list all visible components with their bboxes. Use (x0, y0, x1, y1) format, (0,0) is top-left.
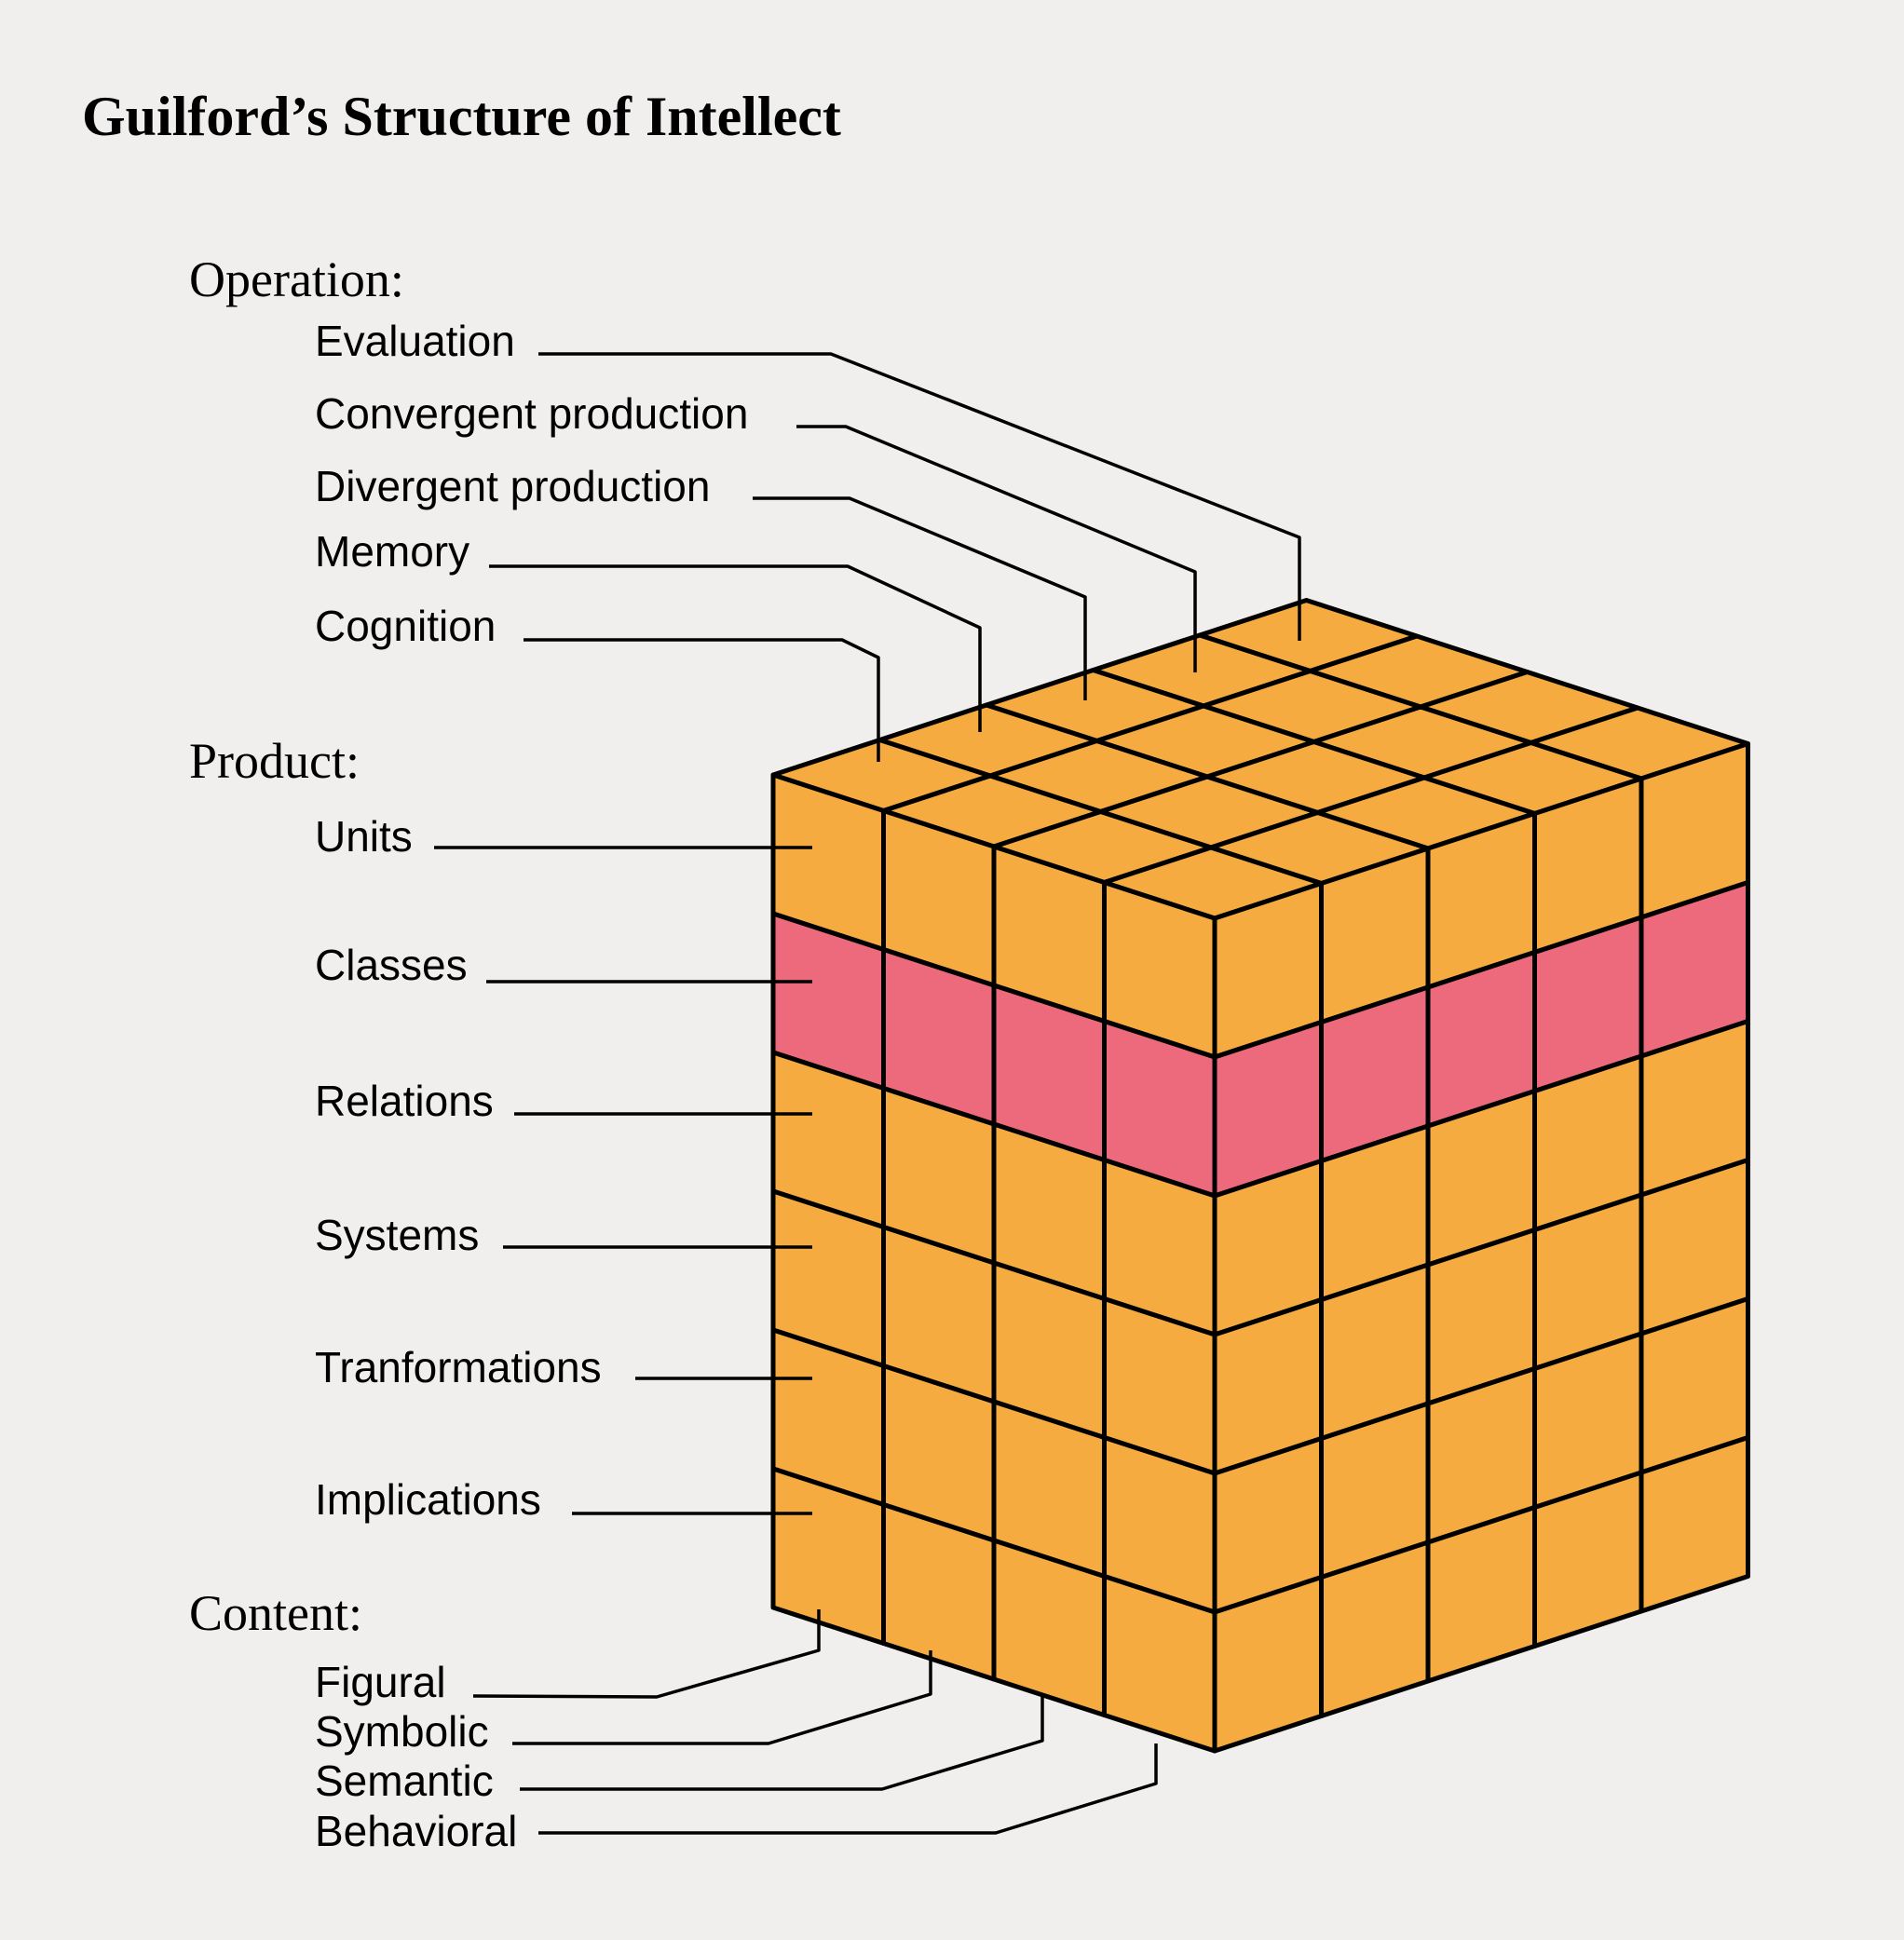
product-label-transformations: Tranformations (315, 1343, 602, 1391)
leader-lines (434, 352, 1301, 1835)
leader-cognition (524, 638, 880, 762)
content-label-figural: Figural (315, 1658, 446, 1706)
product-label-systems: Systems (315, 1211, 479, 1259)
leader-memory (489, 564, 982, 732)
leader-evaluation (538, 352, 1301, 641)
intellect-cube (770, 598, 1750, 1754)
leader-figural (472, 1609, 821, 1699)
operation-label-evaluation: Evaluation (315, 317, 515, 365)
operation-label-convergent: Convergent production (315, 389, 748, 438)
leader-semantic (520, 1697, 1044, 1791)
leader-convergent (796, 425, 1197, 672)
leader-divergent (753, 496, 1087, 700)
leader-symbolic (512, 1650, 932, 1745)
content-heading: Content: (189, 1585, 362, 1641)
operation-label-memory: Memory (315, 527, 469, 576)
product-label-implications: Implications (315, 1475, 541, 1524)
leader-behavioral (538, 1743, 1158, 1835)
content-label-behavioral: Behavioral (315, 1807, 517, 1855)
cube-side-cell (1639, 1435, 1750, 1614)
content-label-symbolic: Symbolic (315, 1707, 489, 1756)
product-label-classes: Classes (315, 941, 468, 989)
content-label-semantic: Semantic (315, 1757, 494, 1805)
product-label-relations: Relations (315, 1077, 494, 1125)
product-label-units: Units (315, 812, 413, 861)
product-heading: Product: (189, 733, 360, 789)
operation-label-divergent: Divergent production (315, 462, 710, 510)
operation-label-cognition: Cognition (315, 602, 496, 650)
operation-heading: Operation: (189, 251, 404, 307)
diagram-title: Guilford’s Structure of Intellect (82, 86, 841, 147)
